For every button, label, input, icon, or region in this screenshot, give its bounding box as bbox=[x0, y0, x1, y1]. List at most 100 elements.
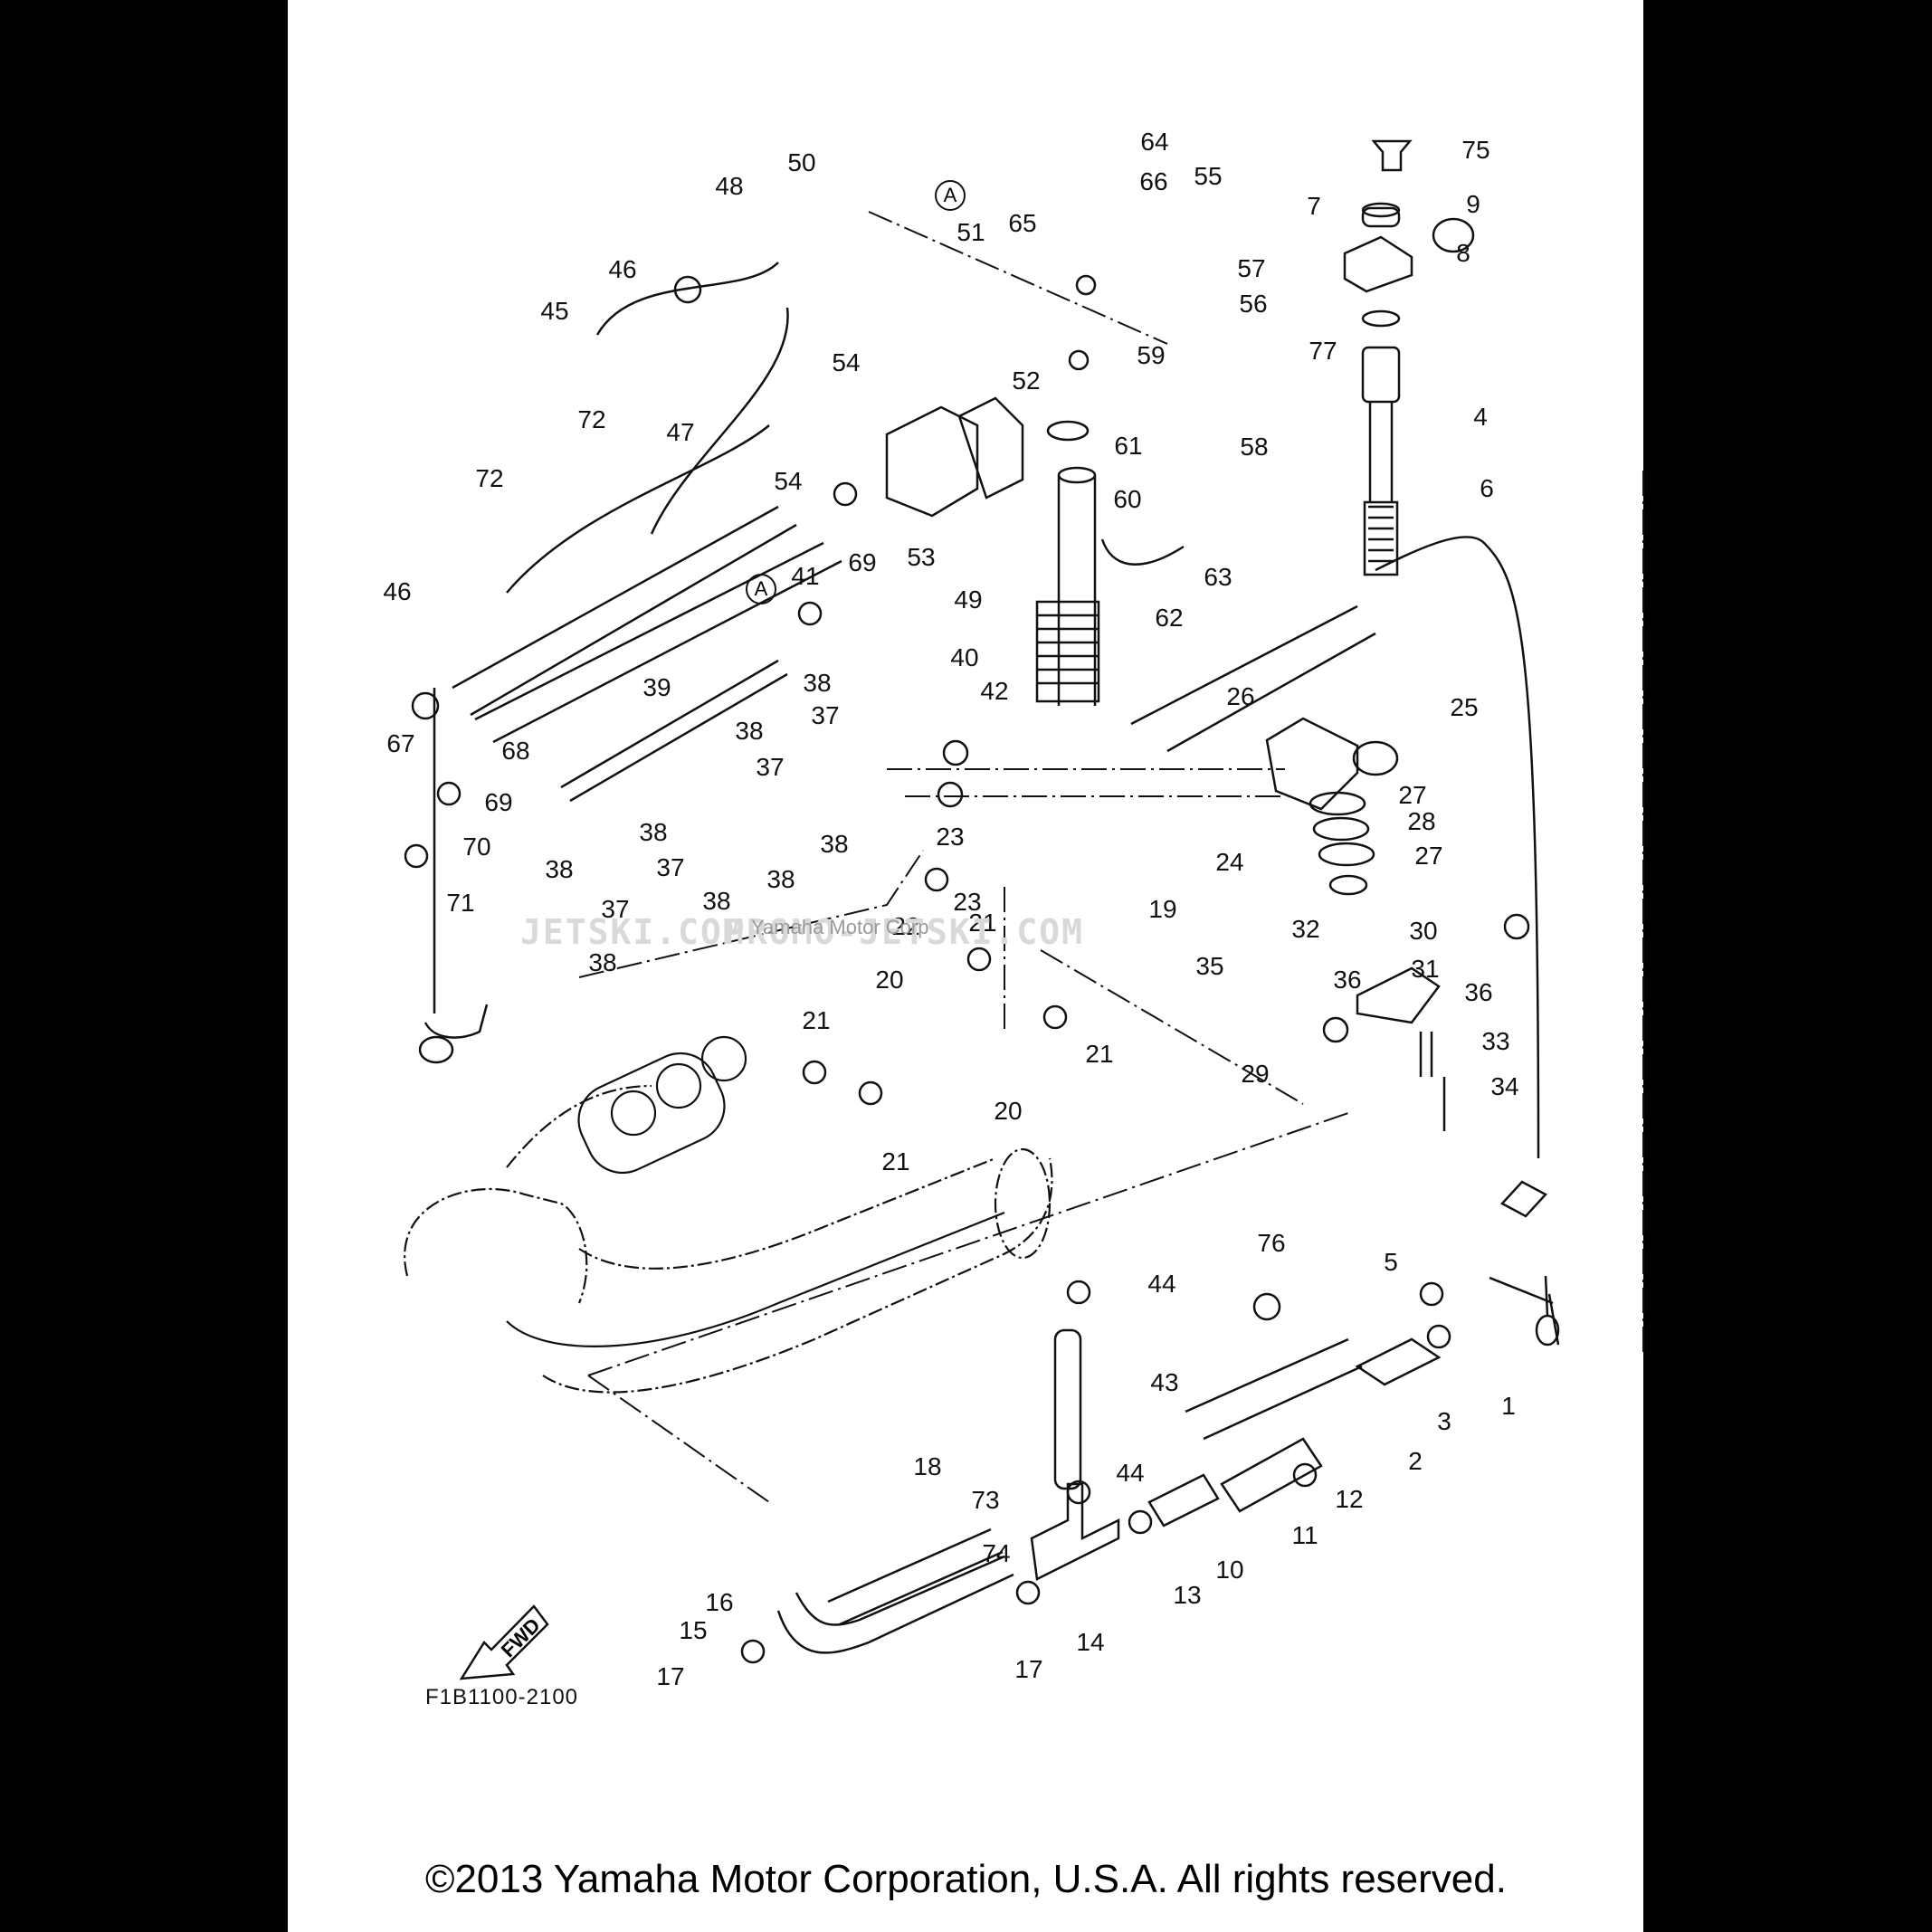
part-label-38[interactable]: 38 bbox=[545, 855, 574, 883]
part-label-34[interactable]: 34 bbox=[1490, 1072, 1519, 1100]
part-label-66[interactable]: 66 bbox=[1139, 167, 1168, 195]
part-label-46[interactable]: 46 bbox=[383, 577, 412, 605]
part-label-37[interactable]: 37 bbox=[601, 895, 630, 923]
part-label-48[interactable]: 48 bbox=[715, 172, 744, 200]
part-label-43[interactable]: 43 bbox=[1150, 1368, 1179, 1396]
part-label-47[interactable]: 47 bbox=[666, 418, 695, 446]
part-label-50[interactable]: 50 bbox=[787, 148, 816, 176]
part-label-5[interactable]: 5 bbox=[1384, 1248, 1398, 1276]
part-label-12[interactable]: 12 bbox=[1335, 1485, 1364, 1513]
part-label-10[interactable]: 10 bbox=[1215, 1556, 1244, 1584]
part-label-21[interactable]: 21 bbox=[1085, 1040, 1114, 1068]
part-label-58[interactable]: 58 bbox=[1240, 433, 1269, 461]
part-label-9[interactable]: 9 bbox=[1466, 190, 1480, 218]
part-label-70[interactable]: 70 bbox=[462, 833, 491, 861]
part-label-60[interactable]: 60 bbox=[1113, 485, 1142, 513]
part-label-16[interactable]: 16 bbox=[705, 1588, 734, 1616]
part-label-62[interactable]: 62 bbox=[1155, 604, 1184, 632]
part-label-42[interactable]: 42 bbox=[980, 677, 1009, 705]
part-label-23[interactable]: 23 bbox=[953, 888, 982, 916]
part-label-72[interactable]: 72 bbox=[577, 405, 606, 433]
part-label-21[interactable]: 21 bbox=[881, 1147, 910, 1175]
part-label-59[interactable]: 59 bbox=[1137, 341, 1166, 369]
part-label-76[interactable]: 76 bbox=[1257, 1229, 1286, 1257]
part-label-36[interactable]: 36 bbox=[1333, 966, 1362, 994]
part-label-53[interactable]: 53 bbox=[907, 543, 936, 571]
part-label-6[interactable]: 6 bbox=[1480, 474, 1494, 502]
part-label-20[interactable]: 20 bbox=[994, 1097, 1023, 1125]
part-label-23[interactable]: 23 bbox=[936, 823, 965, 851]
part-label-64[interactable]: 64 bbox=[1140, 128, 1169, 156]
part-label-37[interactable]: 37 bbox=[811, 701, 840, 729]
part-label-27[interactable]: 27 bbox=[1398, 781, 1427, 809]
part-label-40[interactable]: 40 bbox=[950, 643, 979, 671]
part-label-38[interactable]: 38 bbox=[803, 669, 832, 697]
part-label-17[interactable]: 17 bbox=[656, 1662, 685, 1690]
part-label-38[interactable]: 38 bbox=[702, 887, 731, 915]
part-label-56[interactable]: 56 bbox=[1239, 290, 1268, 318]
part-label-8[interactable]: 8 bbox=[1456, 239, 1470, 267]
part-label-13[interactable]: 13 bbox=[1173, 1581, 1202, 1609]
part-label-75[interactable]: 75 bbox=[1461, 136, 1490, 164]
part-label-7[interactable]: 7 bbox=[1307, 192, 1321, 220]
part-label-45[interactable]: 45 bbox=[540, 297, 569, 325]
part-label-38[interactable]: 38 bbox=[588, 948, 617, 976]
part-label-67[interactable]: 67 bbox=[386, 729, 415, 757]
part-label-52[interactable]: 52 bbox=[1012, 366, 1041, 395]
part-label-54[interactable]: 54 bbox=[832, 348, 861, 376]
part-label-65[interactable]: 65 bbox=[1008, 209, 1037, 237]
part-label-15[interactable]: 15 bbox=[679, 1616, 708, 1644]
part-label-22[interactable]: 22 bbox=[891, 912, 920, 940]
part-label-20[interactable]: 20 bbox=[875, 966, 904, 994]
part-label-30[interactable]: 30 bbox=[1409, 917, 1438, 945]
part-label-49[interactable]: 49 bbox=[954, 585, 983, 614]
part-label-19[interactable]: 19 bbox=[1148, 895, 1177, 923]
part-label-39[interactable]: 39 bbox=[642, 673, 671, 701]
part-label-54[interactable]: 54 bbox=[774, 467, 803, 495]
part-label-44[interactable]: 44 bbox=[1116, 1459, 1145, 1487]
part-label-1[interactable]: 1 bbox=[1501, 1392, 1516, 1420]
part-label-2[interactable]: 2 bbox=[1408, 1447, 1423, 1475]
part-label-32[interactable]: 32 bbox=[1291, 915, 1320, 943]
part-label-14[interactable]: 14 bbox=[1076, 1628, 1105, 1656]
part-label-26[interactable]: 26 bbox=[1226, 682, 1255, 710]
part-label-38[interactable]: 38 bbox=[820, 830, 849, 858]
part-label-57[interactable]: 57 bbox=[1237, 254, 1266, 282]
part-label-24[interactable]: 24 bbox=[1215, 848, 1244, 876]
part-label-33[interactable]: 33 bbox=[1481, 1027, 1510, 1055]
part-label-21[interactable]: 21 bbox=[802, 1006, 831, 1034]
part-label-63[interactable]: 63 bbox=[1204, 563, 1232, 591]
part-label-41[interactable]: 41 bbox=[791, 562, 820, 590]
part-label-25[interactable]: 25 bbox=[1450, 693, 1479, 721]
part-label-38[interactable]: 38 bbox=[766, 865, 795, 893]
part-label-17[interactable]: 17 bbox=[1014, 1655, 1043, 1683]
part-label-73[interactable]: 73 bbox=[971, 1486, 1000, 1514]
part-label-27[interactable]: 27 bbox=[1414, 842, 1443, 870]
part-label-11[interactable]: 11 bbox=[1291, 1521, 1318, 1549]
part-label-37[interactable]: 37 bbox=[756, 753, 785, 781]
part-label-21[interactable]: 21 bbox=[968, 909, 997, 937]
part-label-3[interactable]: 3 bbox=[1437, 1407, 1451, 1435]
part-label-38[interactable]: 38 bbox=[735, 717, 764, 745]
part-label-69[interactable]: 69 bbox=[848, 548, 877, 576]
part-label-68[interactable]: 68 bbox=[501, 737, 530, 765]
part-label-74[interactable]: 74 bbox=[982, 1539, 1011, 1567]
part-label-72[interactable]: 72 bbox=[475, 464, 504, 492]
part-label-31[interactable]: 31 bbox=[1411, 955, 1440, 983]
part-label-18[interactable]: 18 bbox=[913, 1452, 942, 1480]
part-label-46[interactable]: 46 bbox=[608, 255, 637, 283]
part-label-35[interactable]: 35 bbox=[1195, 952, 1224, 980]
part-label-77[interactable]: 77 bbox=[1309, 337, 1337, 365]
part-label-38[interactable]: 38 bbox=[639, 818, 668, 846]
part-label-71[interactable]: 71 bbox=[446, 889, 475, 917]
part-label-69[interactable]: 69 bbox=[484, 788, 513, 816]
part-label-51[interactable]: 51 bbox=[956, 218, 985, 246]
part-label-55[interactable]: 55 bbox=[1194, 162, 1223, 190]
part-label-28[interactable]: 28 bbox=[1407, 807, 1436, 835]
part-label-36[interactable]: 36 bbox=[1464, 978, 1493, 1006]
part-label-44[interactable]: 44 bbox=[1147, 1270, 1176, 1298]
part-label-29[interactable]: 29 bbox=[1241, 1060, 1270, 1088]
part-label-61[interactable]: 61 bbox=[1114, 432, 1143, 460]
part-label-37[interactable]: 37 bbox=[656, 853, 685, 881]
part-label-4[interactable]: 4 bbox=[1473, 403, 1488, 431]
